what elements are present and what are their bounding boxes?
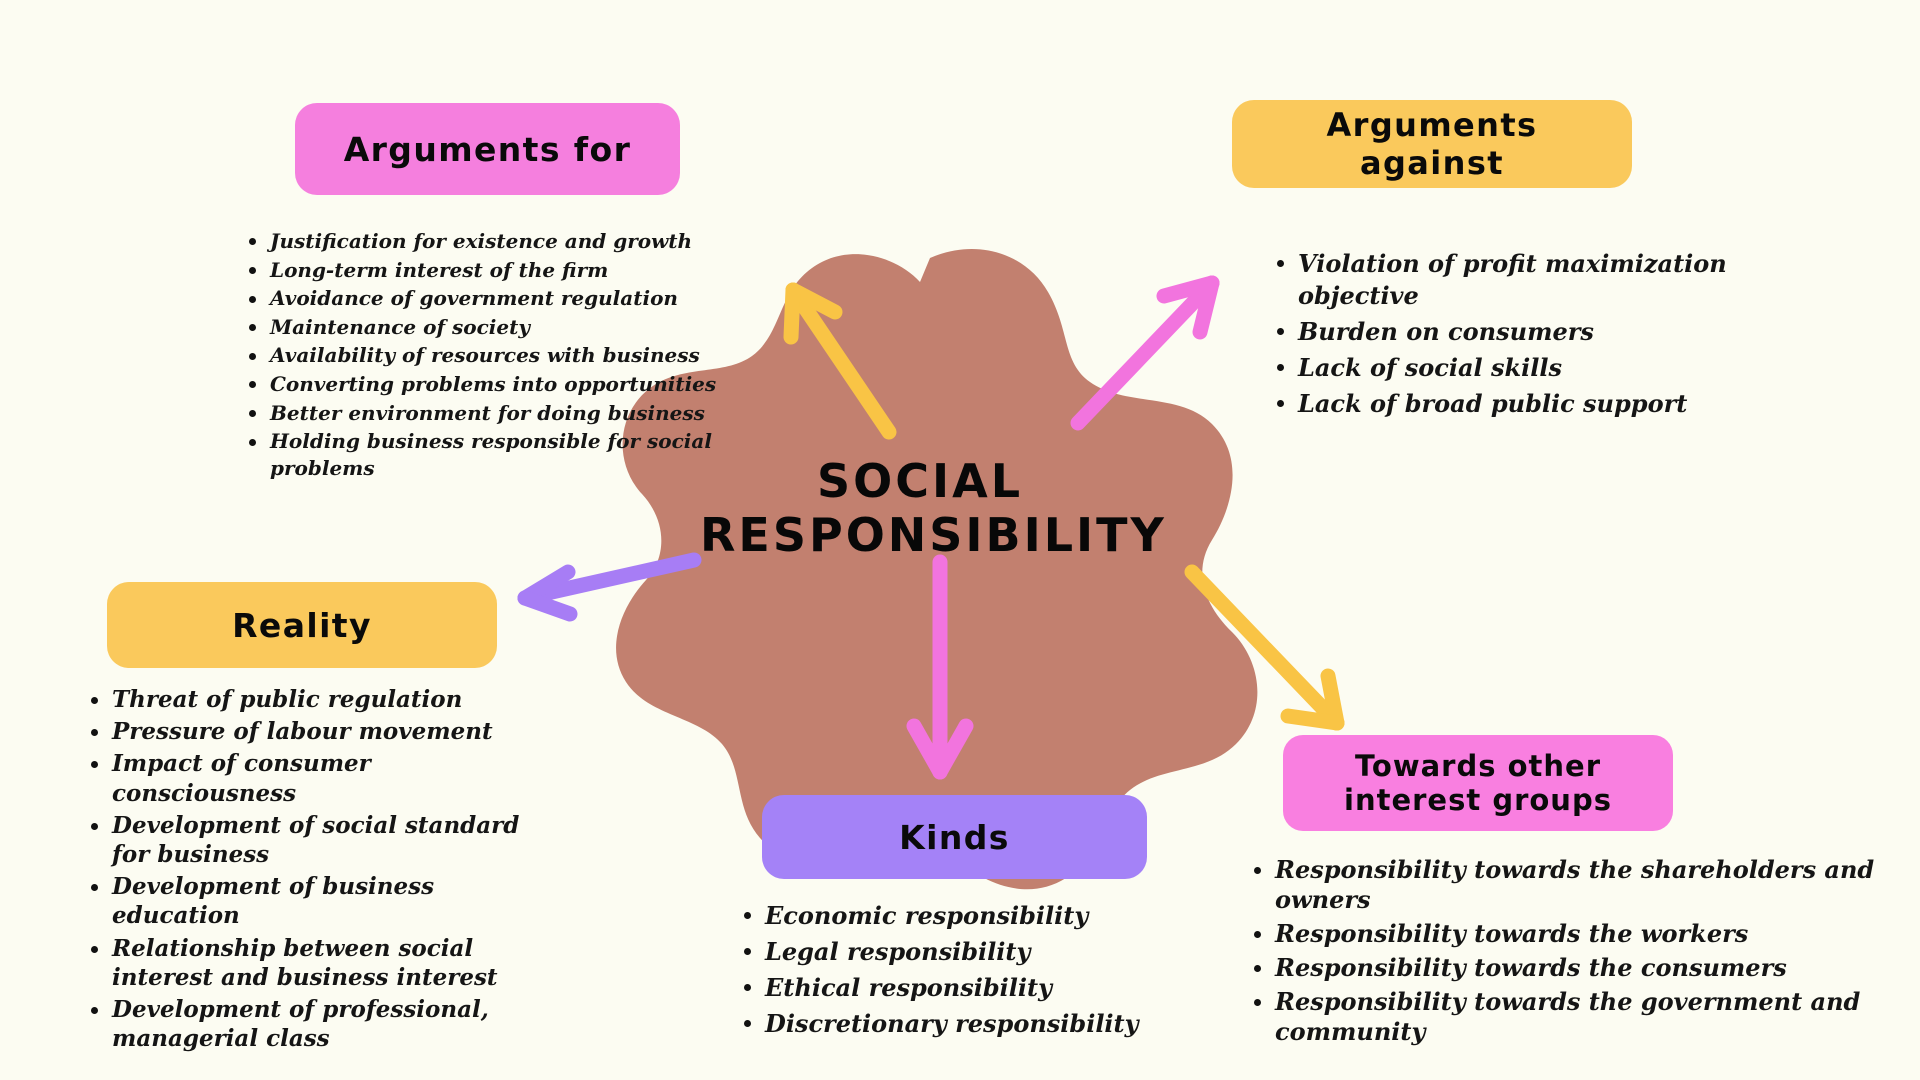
badge-reality[interactable]: Reality bbox=[107, 582, 497, 668]
list-item: Development of social standard for busin… bbox=[91, 811, 552, 869]
badge-arguments-for[interactable]: Arguments for bbox=[295, 103, 680, 195]
list-item: Development of professional, managerial … bbox=[91, 995, 552, 1053]
list-item: Development of business education bbox=[91, 872, 552, 930]
list-item: Burden on consumers bbox=[1277, 316, 1798, 348]
list-kinds: Economic responsibility Legal responsibi… bbox=[735, 900, 1215, 1044]
center-title-line-2: RESPONSIBILITY bbox=[700, 507, 1167, 562]
badge-arguments-against-label: Arguments against bbox=[1326, 106, 1538, 182]
list-item: Responsibility towards the government an… bbox=[1254, 987, 1905, 1047]
badge-arguments-for-label: Arguments for bbox=[343, 129, 632, 169]
list-item: Availability of resources with business bbox=[249, 342, 760, 369]
list-item: Justification for existence and growth bbox=[249, 228, 760, 255]
list-arguments-against: Violation of profit maximization objecti… bbox=[1268, 248, 1798, 424]
list-item: Better environment for doing business bbox=[249, 400, 760, 427]
arrow-down-right-icon bbox=[1184, 564, 1345, 731]
badge-kinds[interactable]: Kinds bbox=[762, 795, 1147, 879]
arrow-up-left-icon bbox=[783, 282, 897, 440]
list-item: Responsibility towards the shareholders … bbox=[1254, 855, 1905, 915]
center-title: SOCIAL RESPONSIBILITY bbox=[700, 454, 1167, 563]
list-item: Lack of social skills bbox=[1277, 352, 1798, 384]
badge-towards-other-interest-groups[interactable]: Towards other interest groups bbox=[1283, 735, 1673, 831]
list-item: Legal responsibility bbox=[744, 936, 1215, 968]
arrow-left-icon bbox=[517, 552, 702, 622]
arrow-down-icon bbox=[906, 554, 974, 780]
center-title-line-1: SOCIAL bbox=[816, 454, 1024, 508]
badge-arguments-against[interactable]: Arguments against bbox=[1232, 100, 1632, 188]
list-item: Pressure of labour movement bbox=[91, 717, 552, 746]
list-item: Lack of broad public support bbox=[1277, 388, 1798, 420]
list-item: Maintenance of society bbox=[249, 314, 760, 341]
badge-towards-label-line-1: Towards other bbox=[1354, 748, 1602, 783]
list-item: Relationship between social interest and… bbox=[91, 934, 552, 992]
list-arguments-for: Justification for existence and growth L… bbox=[240, 228, 760, 483]
badge-towards-label-line-2: interest groups bbox=[1344, 783, 1612, 817]
list-item: Ethical responsibility bbox=[744, 972, 1215, 1004]
badge-reality-label: Reality bbox=[232, 605, 372, 645]
list-item: Threat of public regulation bbox=[91, 685, 552, 714]
list-item: Impact of consumer consciousness bbox=[91, 749, 552, 807]
list-item: Responsibility towards the workers bbox=[1254, 919, 1905, 949]
list-towards-other-interest-groups: Responsibility towards the shareholders … bbox=[1245, 855, 1905, 1051]
list-item: Violation of profit maximization objecti… bbox=[1277, 248, 1798, 312]
list-item: Avoidance of government regulation bbox=[249, 285, 760, 312]
list-item: Holding business responsible for social … bbox=[249, 428, 760, 481]
list-item: Converting problems into opportunities bbox=[249, 371, 760, 398]
list-reality: Threat of public regulation Pressure of … bbox=[82, 685, 552, 1056]
arrow-up-right-icon bbox=[1070, 275, 1220, 431]
badge-kinds-label: Kinds bbox=[899, 817, 1010, 857]
list-item: Economic responsibility bbox=[744, 900, 1215, 932]
list-item: Responsibility towards the consumers bbox=[1254, 953, 1905, 983]
list-item: Long-term interest of the firm bbox=[249, 257, 760, 284]
list-item: Discretionary responsibility bbox=[744, 1008, 1215, 1040]
